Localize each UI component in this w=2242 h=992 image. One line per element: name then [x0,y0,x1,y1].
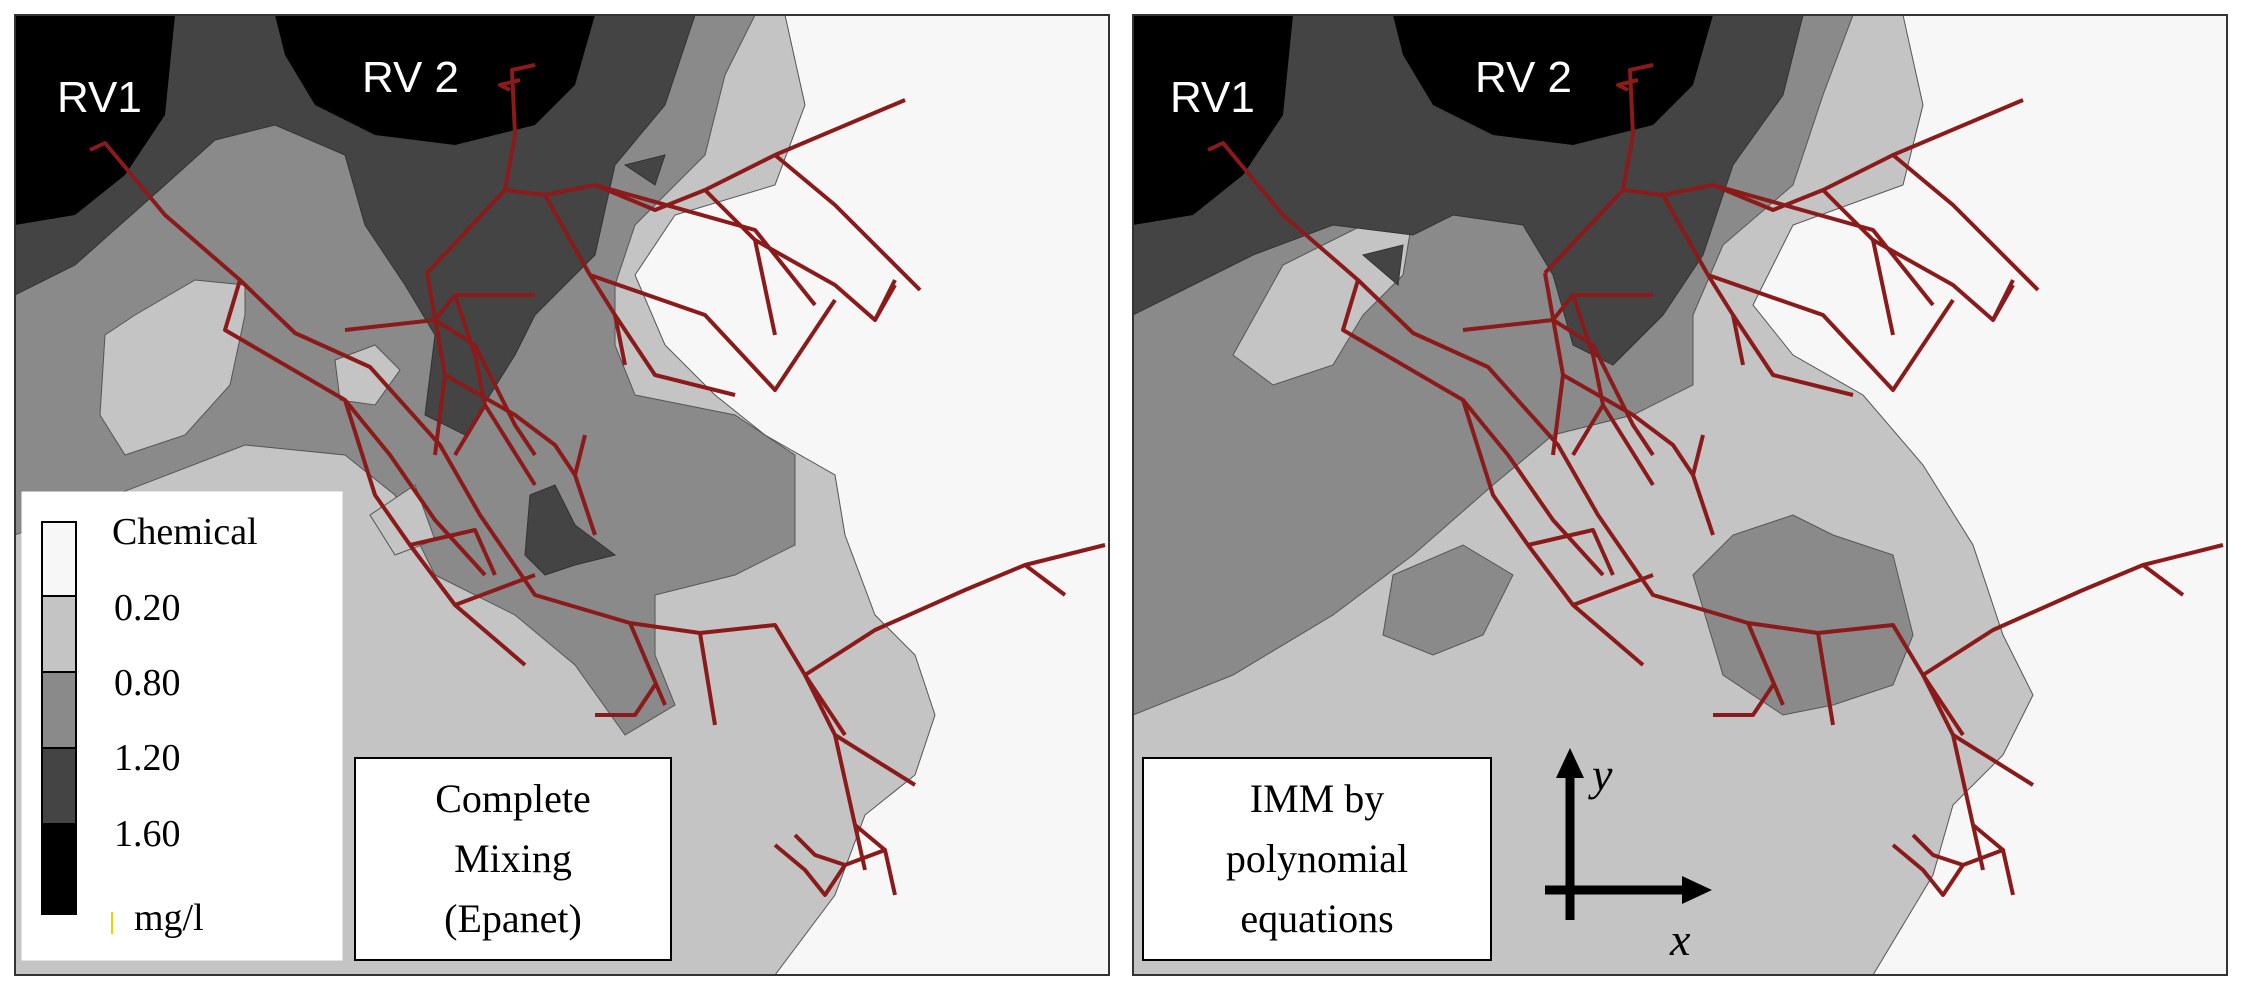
legend-unit: mg/l [134,897,204,939]
right-caption-line-1: IMM by [1250,776,1384,821]
legend-level-2: 1.20 [114,737,181,779]
right-caption-line-2: polynomial [1226,836,1408,881]
left-caption-line-1: Complete [435,776,591,821]
left-caption-line-2: Mixing [454,836,572,881]
legend-swatch-2 [41,671,77,749]
legend-swatch-1 [41,595,77,673]
legend-swatch-4 [41,823,77,915]
y-axis-label: y [1588,749,1613,800]
reservoir-label-rv2-right: RV 2 [1475,53,1572,102]
reservoir-label-rv1-right: RV1 [1170,73,1255,122]
legend-level-1: 0.80 [114,662,181,704]
legend-swatch-3 [41,747,77,825]
right-caption-line-3: equations [1240,896,1393,941]
x-axis-label: x [1669,914,1691,965]
legend: Chemical 0.20 0.80 1.20 1.60 mg/l [21,491,343,961]
left-caption-box: Complete Mixing (Epanet) [354,757,672,961]
legend-title: Chemical [112,511,258,553]
axes-indicator: y x [1545,748,1712,965]
reservoir-label-rv1-left: RV1 [57,73,142,122]
left-caption-line-3: (Epanet) [444,896,582,941]
reservoir-label-rv2-left: RV 2 [362,53,459,102]
light-island [99,279,246,456]
band-above-1.60 [15,15,175,225]
legend-level-0: 0.20 [114,587,181,629]
legend-level-3: 1.60 [114,813,181,855]
legend-swatch-0 [41,521,77,597]
right-caption-box: IMM by polynomial equations [1142,757,1492,961]
